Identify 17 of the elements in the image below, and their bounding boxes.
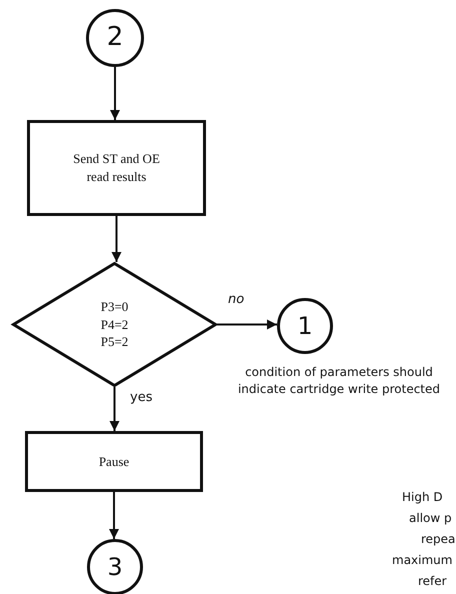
node-text: Send ST and OE read results (72, 150, 161, 186)
node-text: Pause (98, 452, 130, 470)
arrow (217, 320, 277, 330)
arrow (110, 387, 120, 431)
note-text: condition of parameters should indicate cartridge write protected (236, 364, 442, 398)
node-text: 1 (297, 310, 313, 342)
arrow (112, 216, 122, 262)
note-text: allow p (409, 511, 452, 525)
node-text: P3=0 P4=2 P5=2 (100, 298, 130, 351)
note-text: maximum (392, 553, 452, 567)
note-text: repea (421, 532, 456, 546)
arrow (110, 67, 120, 120)
arrow (109, 492, 119, 539)
node-text: 3 (107, 552, 123, 583)
note-text: refer (418, 574, 447, 588)
note-text: High D (402, 490, 443, 504)
node-text: 2 (106, 21, 124, 54)
